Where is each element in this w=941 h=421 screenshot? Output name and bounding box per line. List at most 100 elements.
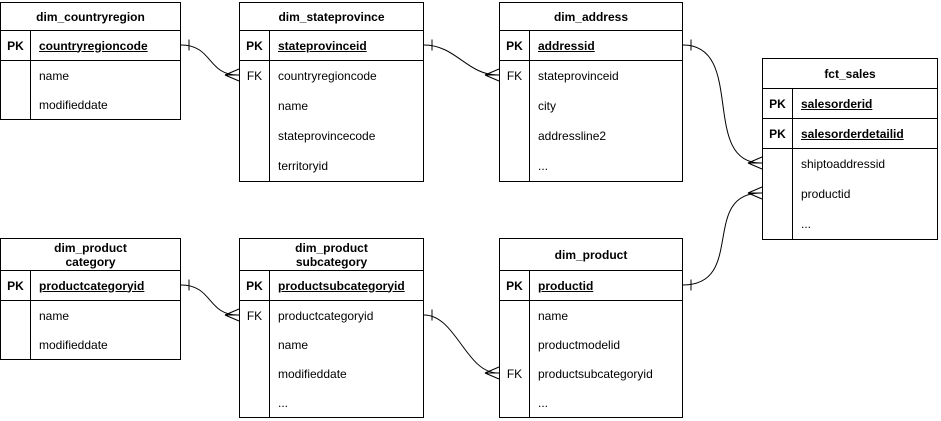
field-name: stateprovinceid [538,69,619,83]
relationship-productcategory-productsubcategory [180,279,240,322]
entity-dim-product[interactable]: dim_product PK productid name productmod… [499,238,683,418]
relationship-address-fctsales [682,39,763,170]
relationship-line[interactable] [423,44,499,76]
field-key-label [500,121,530,151]
table-row: name [1,301,180,330]
field-name: city [538,99,556,113]
field-key-label: FK [240,61,270,91]
table-row: FK productsubcategoryid [500,359,682,388]
entity-title: dim_product [500,239,682,271]
field-name: productcategoryid [39,278,145,293]
field-key-label [763,149,793,179]
table-row: addressline2 [500,121,682,151]
field-key-label [763,209,793,239]
field-name: addressline2 [538,129,607,143]
field-name: addressid [538,38,595,53]
field-key-label: PK [240,271,270,300]
table-row: name [240,330,423,359]
relationship-stateprovince-address [423,39,500,82]
table-row: modifieddate [1,330,180,359]
field-name: countryregioncode [39,38,148,53]
field-key-label [1,61,31,90]
table-row: ... [240,388,423,417]
entity-dim-countryregion[interactable]: dim_countryregion PK countryregioncode n… [0,2,181,120]
field-name: territoryid [278,159,329,173]
table-row: shiptoaddressid [763,149,937,179]
field-name: name [538,308,569,323]
field-name: ... [538,395,549,410]
field-name: productcategoryid [278,308,374,323]
relationship-line[interactable] [682,192,762,286]
table-row: stateprovincecode [240,121,423,151]
field-key-label [1,301,31,330]
table-row: PK salesorderdetailid [763,119,937,149]
field-key-label: PK [500,271,530,300]
field-name: name [278,337,309,352]
field-name: modifieddate [39,337,108,352]
entity-title: dim_product subcategory [240,239,423,271]
cardinality-many-crowsfoot [484,68,500,82]
table-row: PK productsubcategoryid [240,271,423,301]
entity-fct-sales[interactable]: fct_sales PK salesorderid PK salesorderd… [762,58,938,240]
table-row: productmodelid [500,330,682,359]
table-row: name [500,301,682,330]
relationship-line[interactable] [180,44,239,76]
field-name: shiptoaddressid [801,157,886,171]
field-name: modifieddate [39,97,108,112]
field-name: ... [278,395,289,410]
relationship-countryregion-stateprovince [180,39,240,82]
field-key-label: FK [240,301,270,330]
field-name: countryregioncode [278,69,377,83]
relationship-line[interactable] [423,314,499,374]
entity-dim-address[interactable]: dim_address PK addressid FK stateprovinc… [499,2,683,182]
table-row: name [240,91,423,121]
field-name: modifieddate [278,366,347,381]
relationship-productsubcategory-product [423,309,500,380]
field-name: productid [801,187,851,201]
field-key-label [1,330,31,359]
field-key-label [240,91,270,121]
field-key-label: PK [763,119,793,148]
entity-title: dim_stateprovince [240,3,423,31]
table-row: city [500,91,682,121]
field-key-label [763,179,793,209]
relationship-line[interactable] [180,284,239,316]
field-key-label: PK [240,31,270,60]
cardinality-many-crowsfoot [747,186,763,200]
cardinality-many-crowsfoot [224,68,240,82]
entity-dim-productcategory[interactable]: dim_product category PK productcategoryi… [0,238,181,360]
cardinality-many-crowsfoot [224,308,240,322]
table-row: ... [763,209,937,239]
field-key-label [240,121,270,151]
table-row: ... [500,151,682,181]
field-key-label [500,301,530,330]
table-row: PK stateprovinceid [240,31,423,61]
table-row: productid [763,179,937,209]
table-row: PK productcategoryid [1,271,180,301]
field-key-label: PK [1,271,31,300]
field-name: salesorderid [801,96,873,111]
field-name: salesorderdetailid [801,126,904,141]
relationship-line[interactable] [682,44,762,164]
table-row: FK stateprovinceid [500,61,682,91]
field-name: stateprovincecode [278,129,376,143]
entity-dim-productsubcategory[interactable]: dim_product subcategory PK productsubcat… [239,238,424,418]
field-name: stateprovinceid [278,38,367,53]
field-key-label [500,151,530,181]
field-name: productsubcategoryid [278,278,405,293]
entity-dim-stateprovince[interactable]: dim_stateprovince PK stateprovinceid FK … [239,2,424,182]
cardinality-many-crowsfoot [747,156,763,170]
entity-title: dim_countryregion [1,3,180,31]
entity-title: dim_address [500,3,682,31]
field-name: ... [801,217,812,231]
field-key-label [240,151,270,181]
table-row: PK productid [500,271,682,301]
field-key-label: PK [500,31,530,60]
field-key-label: PK [763,89,793,118]
field-key-label: PK [1,31,31,60]
cardinality-many-crowsfoot [484,366,500,380]
field-name: ... [538,159,549,173]
table-row: ... [500,388,682,417]
